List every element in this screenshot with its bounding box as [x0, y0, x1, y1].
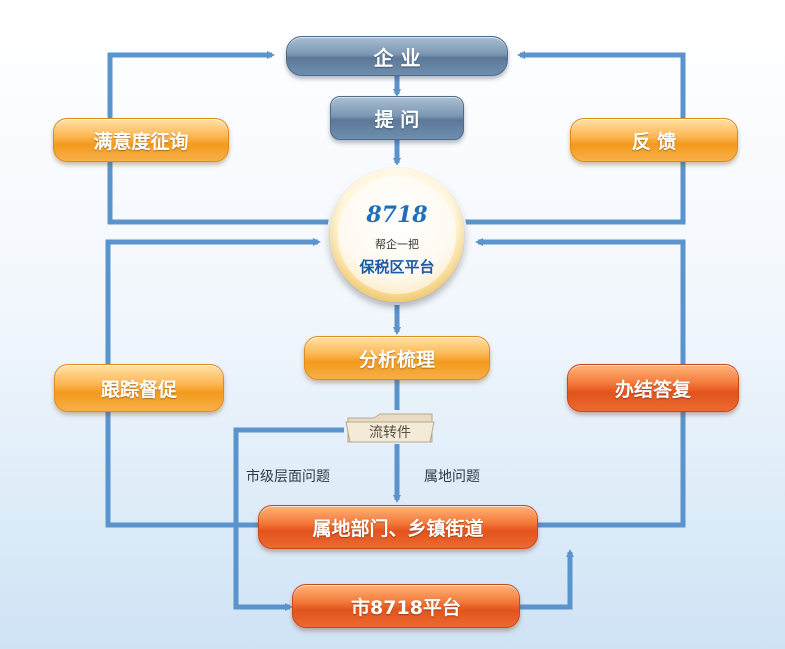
analyze-node: 分析梳理: [304, 336, 490, 380]
arrow-city-issue: [233, 427, 344, 611]
ask-node: 提 问: [330, 96, 464, 140]
platform-title: 保税区平台: [359, 258, 435, 276]
resolve-node: 办结答复: [567, 364, 739, 412]
local-issue-label: 属地问题: [424, 469, 480, 485]
platform-logo: 8718 帮企一把 保税区平台: [330, 168, 464, 302]
satisfaction-node: 满意度征询: [53, 118, 229, 162]
flow-document-folder: 流转件: [344, 412, 436, 444]
track-node: 跟踪督促: [54, 364, 224, 412]
local-dept-node: 属地部门、乡镇街道: [258, 505, 538, 549]
folder-icon: [345, 413, 435, 443]
arrow-city-to-local: [520, 549, 574, 610]
city-platform-node: 市8718平台: [292, 584, 520, 628]
enterprise-node: 企 业: [286, 36, 508, 76]
feedback-node: 反 馈: [570, 118, 738, 162]
logo-slogan: 帮企一把: [375, 238, 419, 251]
logo-8718-mark: 8718: [366, 202, 428, 228]
city-issue-label: 市级层面问题: [246, 469, 330, 485]
flow-document-label: 流转件: [369, 425, 411, 441]
